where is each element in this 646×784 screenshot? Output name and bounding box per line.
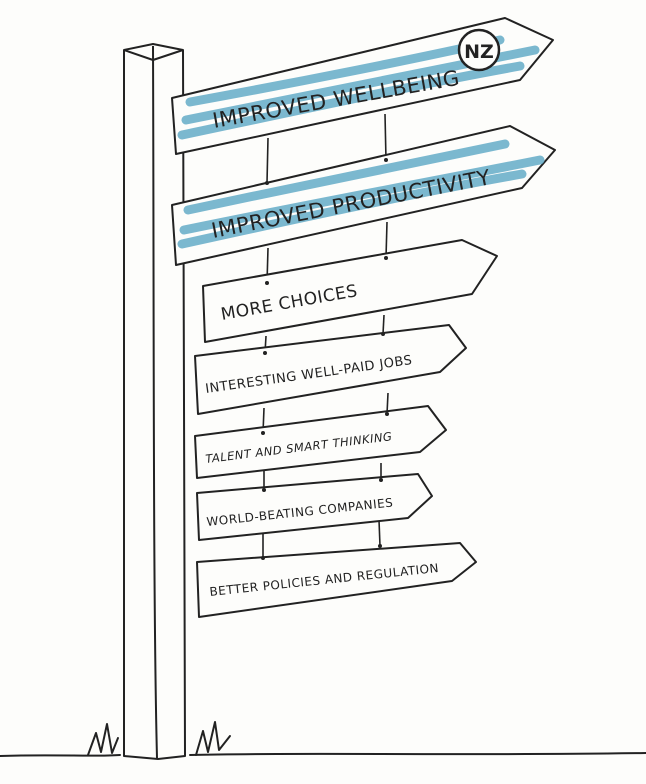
nz-badge-circle <box>457 28 501 72</box>
sign-talent-and-smart-thinking: TALENT AND SMART THINKING <box>194 405 447 479</box>
nz-badge: NZ <box>457 28 501 72</box>
sign-interesting-well-paid-jobs: INTERESTING WELL-PAID JOBS <box>194 324 467 415</box>
sign-more-choices: MORE CHOICES <box>202 239 498 343</box>
connector-nails <box>261 158 389 560</box>
sign-improved-productivity: IMPROVED PRODUCTIVITY <box>171 125 556 266</box>
signpost-pole <box>123 43 186 760</box>
sign-better-policies-and-regulation: BETTER POLICIES AND REGULATION <box>196 542 477 618</box>
ground <box>0 721 646 757</box>
nz-badge-label: NZ <box>464 41 494 63</box>
sign-world-beating-companies: WORLD-BEATING COMPANIES <box>196 473 433 541</box>
grass-left <box>87 723 119 756</box>
grass-right <box>195 721 231 756</box>
sign-highlight-stroke <box>177 139 545 249</box>
